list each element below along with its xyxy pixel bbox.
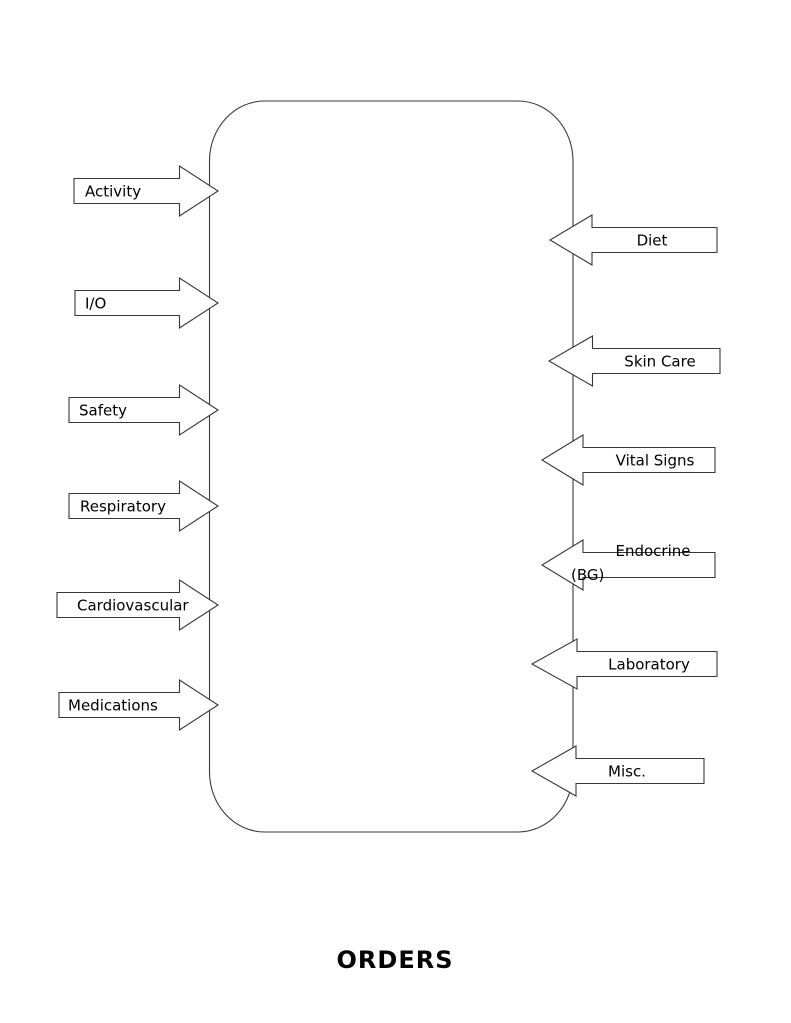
- arrow-laboratory-label: Laboratory: [608, 656, 690, 674]
- arrow-misc: Misc.: [530, 745, 705, 797]
- arrow-safety: Safety: [68, 383, 220, 437]
- orders-title: ORDERS: [337, 946, 454, 974]
- arrow-laboratory: Laboratory: [530, 638, 718, 690]
- arrow-safety-label: Safety: [79, 402, 127, 420]
- arrow-skin-care-label: Skin Care: [624, 353, 695, 371]
- arrow-cardiovascular: Cardiovascular: [56, 578, 220, 632]
- orders-container-shape: [208, 100, 574, 833]
- arrow-respiratory: Respiratory: [68, 479, 220, 533]
- arrow-io: I/O: [74, 276, 220, 330]
- arrow-skin-care: Skin Care: [547, 335, 721, 387]
- arrow-vital-signs: Vital Signs: [540, 434, 716, 486]
- arrow-cardiovascular-label: Cardiovascular: [77, 597, 189, 615]
- arrow-laboratory-shape: [530, 638, 718, 690]
- arrow-diet-shape: [548, 214, 718, 266]
- arrow-respiratory-shape: [68, 479, 220, 533]
- arrow-vital-signs-shape: [540, 434, 716, 486]
- arrow-medications-shape: [58, 678, 220, 732]
- arrow-misc-label: Misc.: [608, 763, 646, 781]
- arrow-endocrine-bg-shape: [540, 539, 716, 591]
- arrow-activity-label: Activity: [85, 183, 141, 201]
- arrow-endocrine-bg: Endocrine (BG): [540, 539, 716, 591]
- arrow-io-shape: [74, 276, 220, 330]
- arrow-activity: Activity: [73, 164, 220, 218]
- arrow-endocrine-bg-label-line2: (BG): [571, 566, 604, 584]
- arrow-io-label: I/O: [85, 295, 106, 313]
- arrow-skin-care-shape: [547, 335, 721, 387]
- arrow-diet-label: Diet: [637, 232, 668, 250]
- arrow-diet: Diet: [548, 214, 718, 266]
- arrow-safety-shape: [68, 383, 220, 437]
- arrow-medications: Medications: [58, 678, 220, 732]
- arrow-medications-label: Medications: [68, 697, 158, 715]
- arrow-vital-signs-label: Vital Signs: [616, 452, 695, 470]
- arrow-misc-shape: [530, 745, 705, 797]
- arrow-respiratory-label: Respiratory: [80, 498, 166, 516]
- arrow-activity-shape: [73, 164, 220, 218]
- arrow-cardiovascular-shape: [56, 578, 220, 632]
- arrow-endocrine-bg-label-line1: Endocrine: [616, 542, 691, 560]
